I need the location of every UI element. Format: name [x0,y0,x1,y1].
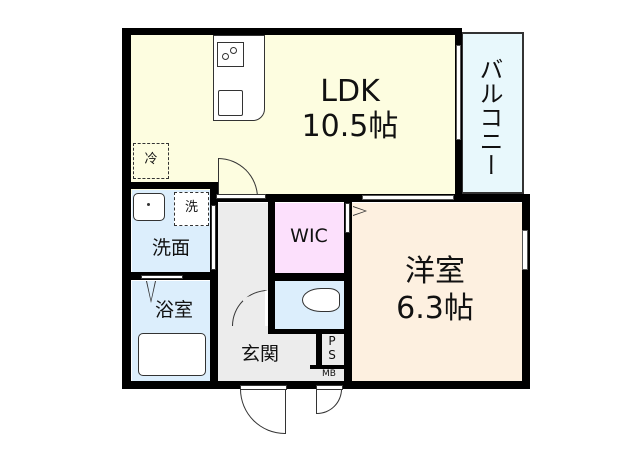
balcony [461,32,524,194]
washroom-name: 洗面 [151,237,190,259]
wall-toilet-bottom [268,329,348,334]
sink-icon [218,90,243,116]
mb-box [314,369,344,381]
toilet-icon [302,288,340,312]
bath-door-marker-inner [147,281,155,300]
hall-door-frame [216,194,266,199]
bathroom [132,281,210,331]
fridge-space [133,143,169,179]
entrance-name: 玄関 [240,343,279,365]
wic-door-frame [345,203,350,233]
entrance [218,333,316,381]
washbasin-icon [133,193,165,221]
washer-label: 洗 [184,200,198,215]
window-western-right [522,230,528,270]
ldk-name: LDK [320,74,380,109]
window-western-balcony [362,195,454,200]
wall-hall-right [268,198,275,333]
entrance-door-swing[interactable] [240,389,286,434]
mb-door-swing[interactable] [316,389,342,414]
wall-western-left [344,198,352,388]
wall-wic-bottom [268,273,348,281]
wash-door-frame [211,205,216,270]
washer-space [174,192,209,226]
wic-name: WIC [290,225,328,247]
entrance-door-frame [240,385,287,390]
wall-ps-bottom [310,365,346,369]
fridge-label: 冷 [144,152,158,167]
stove-icon [217,42,244,67]
western-name: 洋室 [405,254,465,289]
western-door-marker-inner [353,207,365,215]
bathroom-name: 浴室 [154,299,193,321]
window-ldk-balcony [456,45,461,140]
wall-wash-right [210,182,218,382]
washbasin-drain [147,203,150,206]
ps-shaft [322,333,344,365]
wic-room [274,203,344,273]
balcony-name: バルコニー [475,57,503,177]
wall-ps-left [316,329,322,369]
wall-top [122,28,460,35]
ldk-size: 10.5帖 [301,109,399,144]
ps-name: PS [328,334,336,362]
ldk-room [130,34,458,194]
mb-name: MB [322,369,336,379]
western-room [352,203,522,381]
wall-left [122,28,131,388]
bathtub [138,333,206,376]
bath-door-frame [141,275,183,279]
mb-door-frame [316,385,343,390]
western-size: 6.3帖 [396,291,474,326]
wall-right [522,195,530,389]
wall-fridge-bottom [122,182,214,189]
